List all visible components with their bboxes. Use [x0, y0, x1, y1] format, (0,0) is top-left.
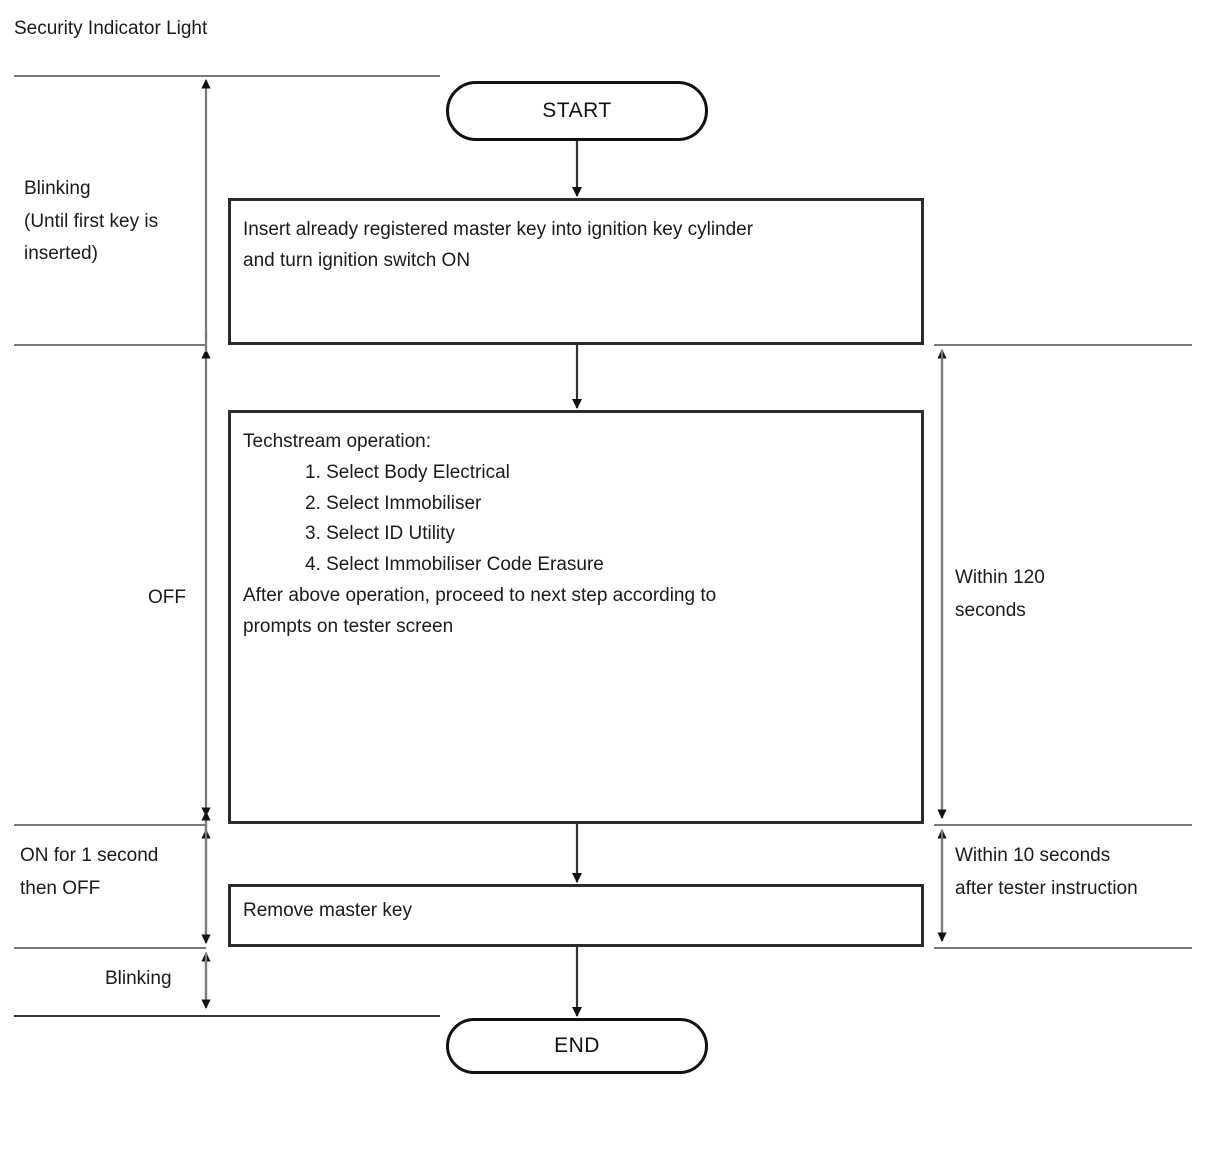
divider-mid3-right [934, 947, 1192, 949]
annotation-off-line-1: OFF [148, 587, 186, 608]
annotation-blinking-end-line-1: Blinking [105, 968, 172, 989]
divider-mid1-right [934, 344, 1192, 346]
annotation-blinking-end: Blinking [105, 963, 172, 996]
annotation-within-120-seconds-line-1: Within 120 [955, 567, 1045, 588]
annotation-within-10-seconds: Within 10 seconds after tester instructi… [955, 840, 1138, 905]
annotation-on-then-off: ON for 1 second then OFF [20, 840, 158, 905]
page-title: Security Indicator Light [14, 18, 208, 39]
divider-mid1-left [14, 344, 206, 346]
node-step2-step-3: 3. Select ID Utility [305, 523, 455, 545]
node-step2-step-4: 4. Select Immobiliser Code Erasure [305, 554, 604, 576]
annotation-blinking-first-key-line-2: (Until first key is [24, 210, 159, 232]
node-step2-step-2: 2. Select Immobiliser [305, 492, 482, 514]
node-step2-heading: Techstream operation: [243, 431, 431, 452]
node-step3-line-1: Remove master key [243, 900, 412, 921]
node-step2[interactable]: Techstream operation: 1. Select Body Ele… [228, 410, 924, 824]
annotation-on-then-off-line-2: then OFF [20, 877, 101, 899]
annotation-within-10-seconds-line-1: Within 10 seconds [955, 845, 1111, 866]
node-step2-trail-2: prompts on tester screen [243, 615, 454, 637]
annotation-blinking-first-key: Blinking (Until first key is inserted) [24, 173, 158, 271]
node-end[interactable]: END [446, 1018, 708, 1074]
node-step2-text: Techstream operation: 1. Select Body Ele… [231, 413, 921, 642]
node-step2-trail-1: After above operation, proceed to next s… [243, 584, 717, 606]
annotation-off: OFF [148, 582, 186, 615]
annotation-within-120-seconds: Within 120 seconds [955, 562, 1045, 627]
node-end-label: END [554, 1034, 600, 1057]
divider-top-left [14, 75, 440, 77]
annotation-blinking-first-key-line-1: Blinking [24, 178, 91, 199]
node-start-label: START [542, 99, 612, 122]
node-step1-line-1: Insert already registered master key int… [243, 219, 754, 240]
node-step1[interactable]: Insert already registered master key int… [228, 198, 924, 345]
node-step3[interactable]: Remove master key [228, 884, 924, 947]
node-step2-step-1: 1. Select Body Electrical [305, 461, 510, 483]
annotation-within-120-seconds-line-2: seconds [955, 599, 1026, 621]
divider-mid3-left [14, 947, 206, 949]
annotation-on-then-off-line-1: ON for 1 second [20, 845, 159, 866]
divider-mid2-right [934, 824, 1192, 826]
annotation-blinking-first-key-line-3: inserted) [24, 243, 98, 265]
annotation-within-10-seconds-line-2: after tester instruction [955, 877, 1138, 899]
node-step1-line-2: and turn ignition switch ON [243, 249, 471, 271]
node-step3-text: Remove master key [231, 887, 921, 927]
divider-mid2-left [14, 824, 206, 826]
node-start[interactable]: START [446, 81, 708, 141]
divider-bottom-left [14, 1015, 440, 1017]
node-step1-text: Insert already registered master key int… [231, 201, 921, 277]
